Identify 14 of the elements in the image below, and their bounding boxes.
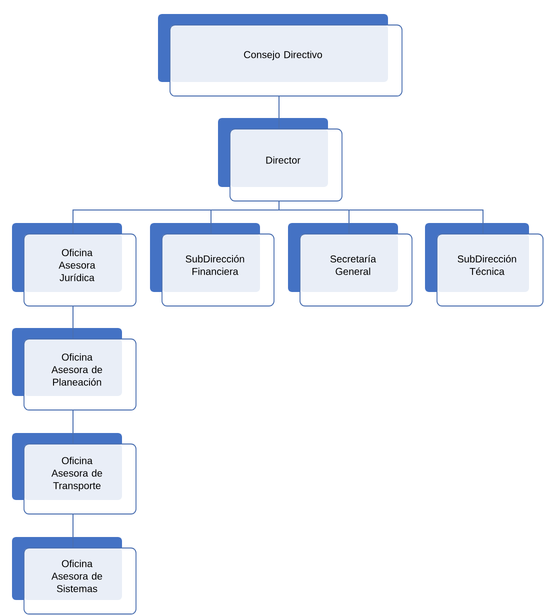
connector-line xyxy=(72,306,74,340)
connector-line xyxy=(72,410,74,444)
connector-line xyxy=(278,96,280,130)
org-box: Oficina Asesora de Sistemas xyxy=(12,537,136,614)
org-box: SubDirección Técnica xyxy=(425,223,544,306)
org-box: Oficina Asesora Jurídica xyxy=(12,223,136,306)
org-box: Oficina Asesora de Planeación xyxy=(12,328,136,410)
org-box: Secretaría General xyxy=(288,223,412,306)
org-box: Consejo Directivo xyxy=(158,14,402,96)
connector-line xyxy=(72,514,74,548)
org-box: SubDirección Financiera xyxy=(150,223,274,306)
connector-line xyxy=(278,200,484,234)
org-box: Director xyxy=(218,118,342,202)
org-box: Oficina Asesora de Transporte xyxy=(12,433,136,514)
